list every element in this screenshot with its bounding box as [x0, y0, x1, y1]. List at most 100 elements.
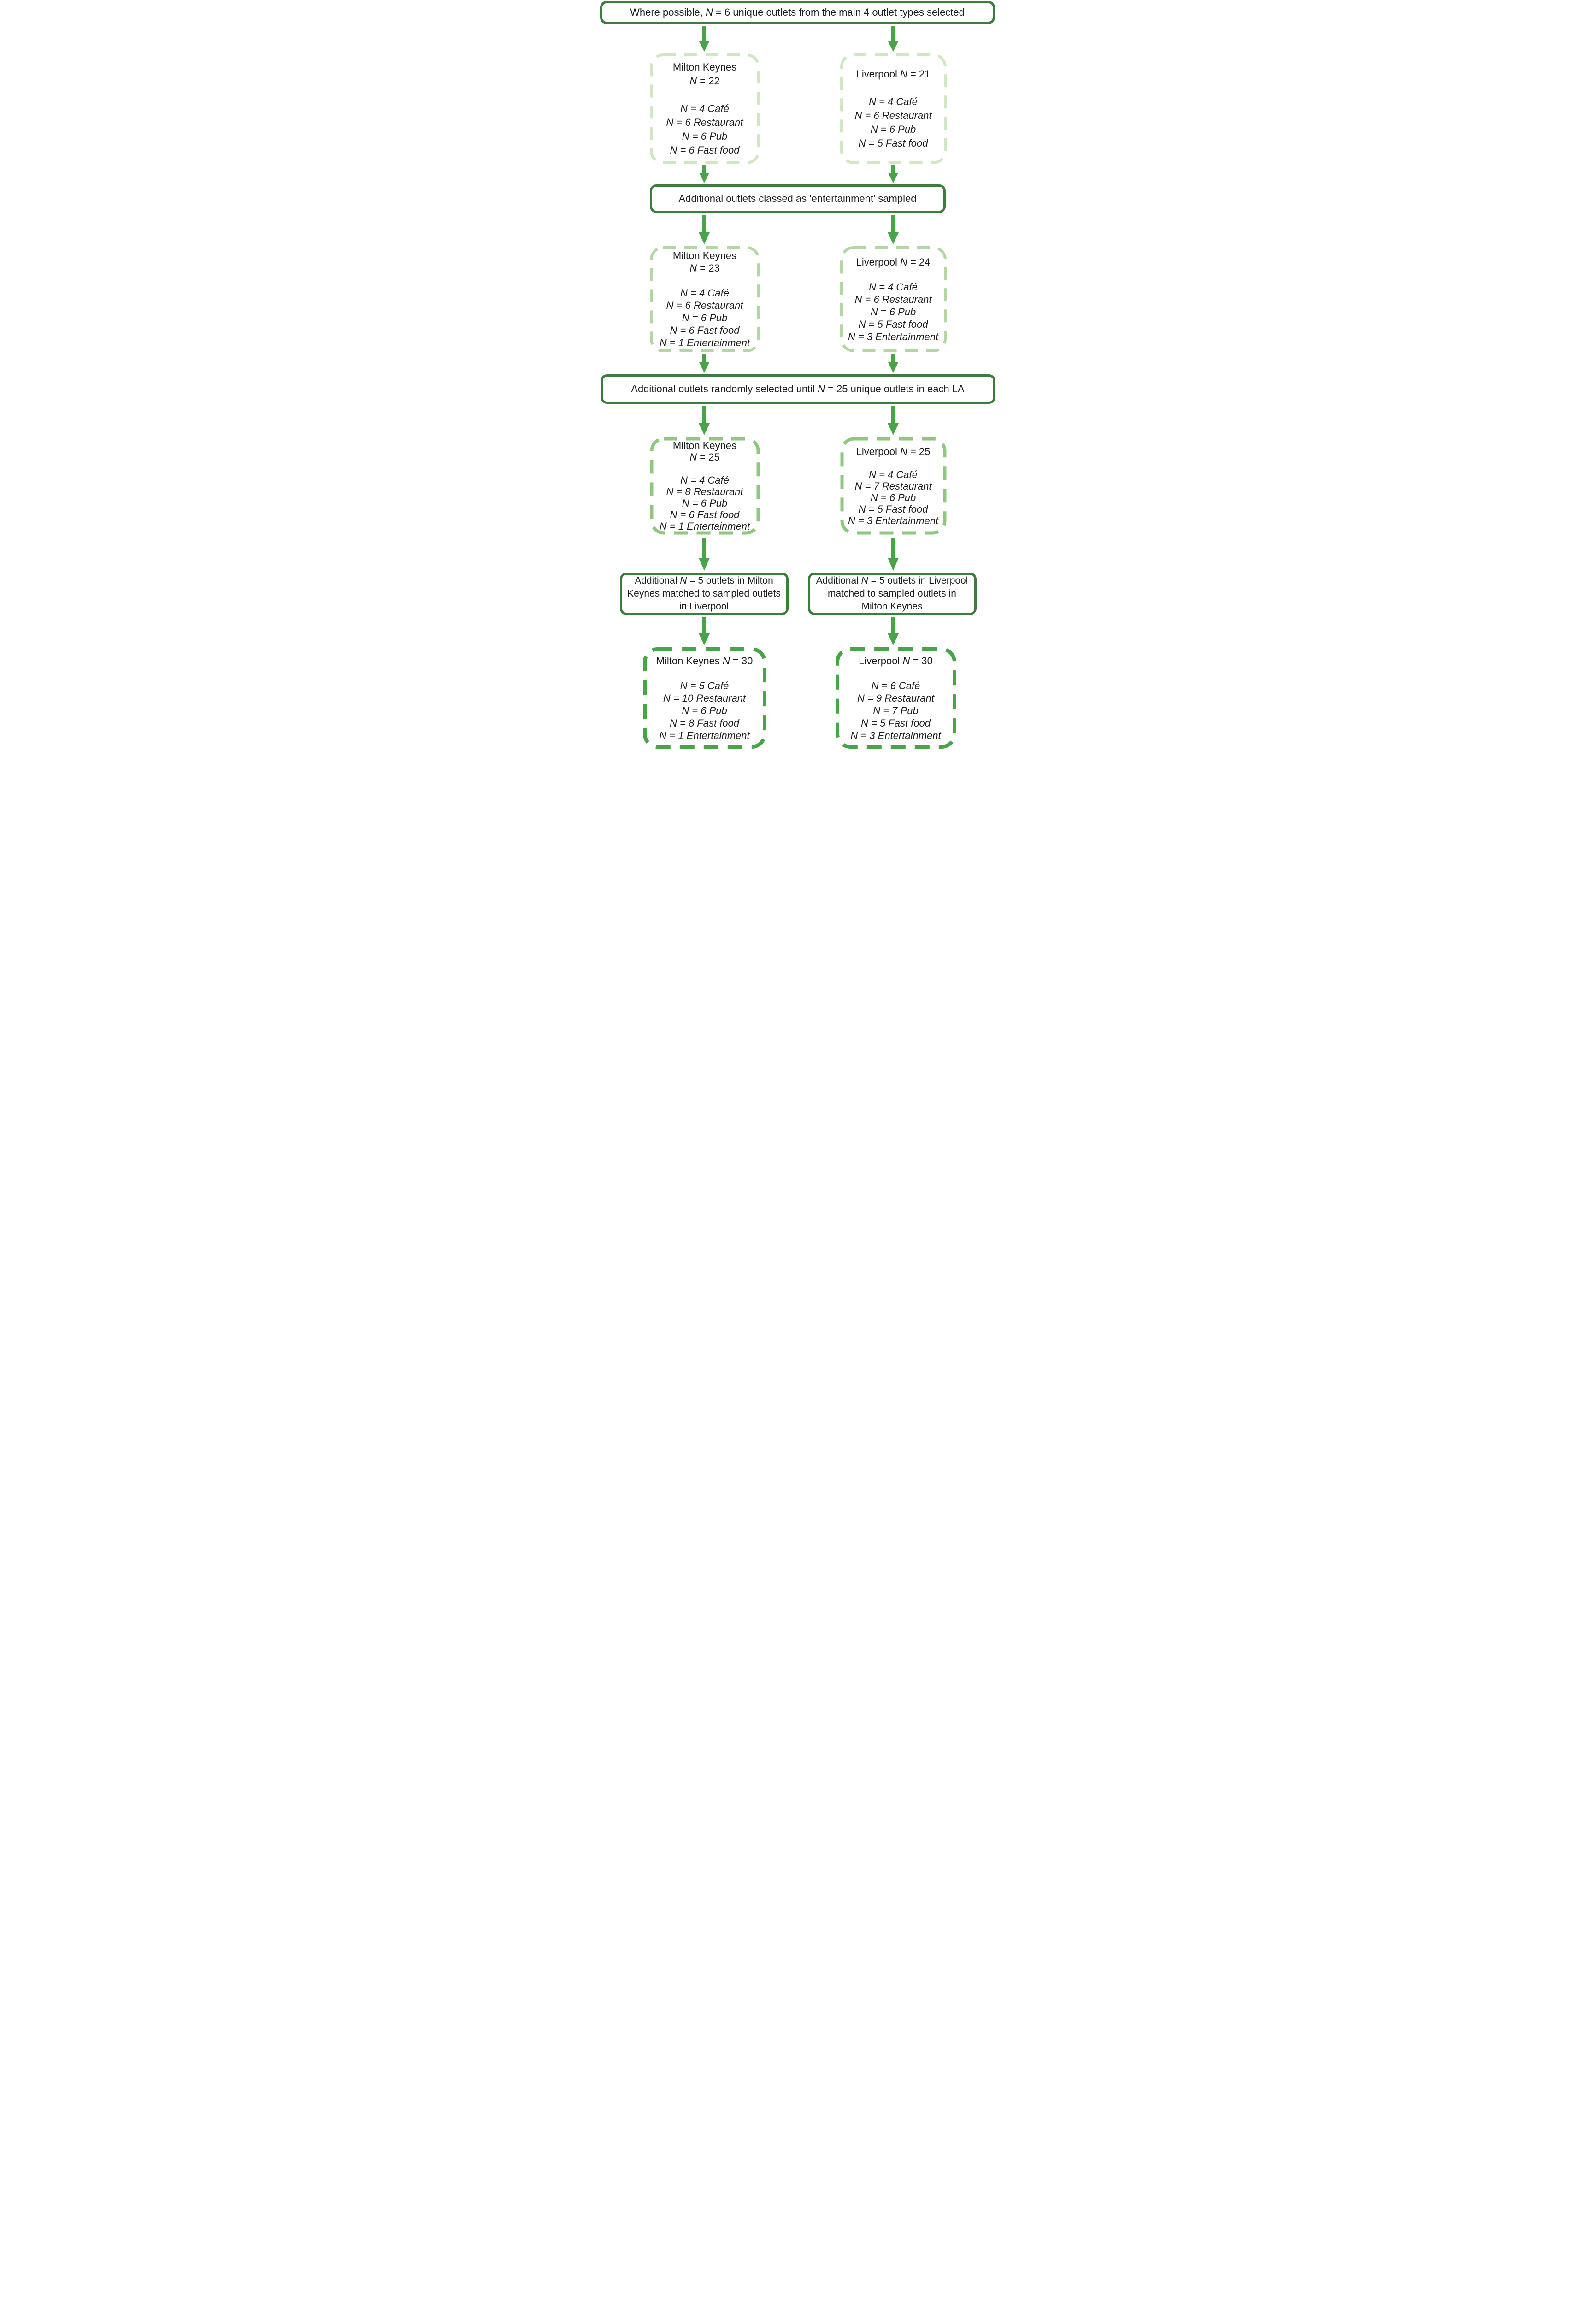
box-milton-keynes-n23: Milton Keynes N = 23 N = 4 Café N = 6 Re… — [649, 246, 760, 352]
outlet-count-line: N = 1 Entertainment — [659, 730, 750, 741]
arrow-down — [886, 26, 900, 52]
step-random-selection-box: Additional outlets randomly selected unt… — [600, 374, 995, 404]
arrow-down-icon — [888, 354, 898, 373]
step-entertainment-box: Additional outlets classed as 'entertain… — [649, 184, 946, 213]
dashed-border — [840, 246, 947, 352]
arrow-down — [697, 538, 711, 571]
step-text: Where possible, N = 6 unique outlets fro… — [630, 6, 965, 18]
arrow-down — [697, 215, 711, 244]
dashed-border — [650, 437, 760, 535]
dashed-border — [642, 647, 766, 749]
outlet-count-line: N = 7 Restaurant — [854, 480, 932, 492]
arrow-down — [697, 406, 711, 435]
outlet-count-line: N = 6 Fast food — [670, 144, 740, 156]
box-liverpool-n24: Liverpool N = 24 N = 4 Café N = 6 Restau… — [840, 246, 947, 352]
box-title: Milton Keynes — [672, 440, 737, 451]
outlet-count-line: N = 4 Café — [680, 287, 729, 299]
outlet-count-line: N = 5 Fast food — [858, 137, 928, 149]
step-text: Additional N = 5 outlets in Milton Keyne… — [627, 575, 781, 612]
outlet-count-line: N = 6 Restaurant — [666, 300, 743, 311]
outlet-count-line: N = 4 Café — [869, 96, 918, 107]
box-milton-keynes-n25: Milton Keynes N = 25 N = 4 Café N = 8 Re… — [649, 437, 760, 535]
outlet-count-line: N = 6 Pub — [870, 306, 916, 318]
outlet-count-line: N = 8 Restaurant — [666, 486, 743, 497]
outlet-count-line: N = 4 Café — [869, 468, 918, 480]
outlet-count-line: N = 3 Entertainment — [848, 331, 939, 343]
outlet-count-line: N = 6 Fast food — [670, 325, 740, 336]
box-subtitle: N = 25 — [689, 451, 720, 463]
dashed-border — [835, 647, 956, 749]
outlet-count-line: N = 6 Restaurant — [854, 110, 932, 121]
outlet-count-line: N = 8 Fast food — [669, 717, 740, 729]
step-text: Additional N = 5 outlets in Liverpool ma… — [816, 575, 968, 612]
box-title: Liverpool N = 21 — [856, 68, 931, 80]
box-subtitle: N = 22 — [689, 75, 720, 87]
outlet-count-line: N = 4 Café — [869, 281, 918, 293]
box-title: Milton Keynes N = 30 — [656, 655, 753, 667]
outlet-count-line: N = 6 Restaurant — [666, 117, 743, 128]
box-title: Liverpool N = 25 — [856, 445, 931, 457]
outlet-count-line: N = 3 Entertainment — [848, 514, 939, 526]
arrow-down-icon — [698, 26, 710, 52]
arrow-down — [886, 617, 900, 645]
outlet-count-line: N = 5 Fast food — [858, 318, 928, 330]
arrow-down-icon — [887, 617, 899, 645]
box-title: Liverpool N = 24 — [856, 256, 931, 268]
arrow-down-icon — [699, 165, 709, 183]
outlet-count-line: N = 3 Entertainment — [850, 730, 941, 741]
arrow-down — [886, 354, 900, 373]
arrow-down-icon — [887, 26, 899, 52]
outlet-count-line: N = 6 Pub — [870, 491, 916, 503]
dashed-border — [840, 437, 946, 535]
arrow-down — [697, 354, 711, 373]
arrow-down — [886, 538, 900, 571]
outlet-count-line: N = 6 Pub — [682, 312, 728, 324]
arrow-down-icon — [698, 215, 710, 244]
box-liverpool-n30: Liverpool N = 30 N = 6 Café N = 9 Restau… — [835, 647, 956, 749]
arrow-down-icon — [698, 406, 710, 435]
sampling-flowchart: Where possible, N = 6 unique outlets fro… — [598, 0, 998, 749]
box-title: Liverpool N = 30 — [859, 655, 933, 667]
outlet-count-line: N = 9 Restaurant — [857, 692, 934, 704]
outlet-count-line: N = 6 Restaurant — [854, 293, 932, 305]
box-title: Milton Keynes — [672, 61, 737, 73]
box-liverpool-n25: Liverpool N = 25 N = 4 Café N = 7 Restau… — [840, 437, 947, 535]
outlet-count-line: N = 6 Fast food — [670, 509, 740, 520]
outlet-count-line: N = 7 Pub — [873, 705, 919, 716]
outlet-count-line: N = 1 Entertainment — [659, 337, 750, 349]
box-milton-keynes-n30: Milton Keynes N = 30 N = 5 Café N = 10 R… — [642, 647, 766, 749]
dashed-border — [840, 53, 947, 164]
arrow-down — [886, 165, 900, 183]
outlet-count-line: N = 6 Pub — [870, 124, 916, 135]
step-text: Additional outlets classed as 'entertain… — [678, 193, 917, 204]
outlet-count-line: N = 5 Fast food — [860, 717, 931, 729]
dashed-border — [649, 53, 760, 164]
arrow-down-icon — [887, 538, 899, 571]
arrow-down-icon — [699, 354, 709, 373]
arrow-down — [886, 215, 900, 244]
arrow-down-icon — [887, 406, 899, 435]
step-matched-liverpool-box: Additional N = 5 outlets in Liverpool ma… — [807, 573, 977, 615]
outlet-count-line: N = 10 Restaurant — [663, 692, 746, 704]
arrow-down — [886, 406, 900, 435]
outlet-count-line: N = 6 Pub — [682, 705, 727, 716]
step-text: Additional outlets randomly selected unt… — [631, 383, 965, 395]
box-title: Milton Keynes — [672, 250, 737, 261]
arrow-down-icon — [887, 215, 899, 244]
arrow-down — [697, 26, 711, 52]
arrow-down-icon — [698, 617, 710, 645]
dashed-border — [649, 246, 760, 352]
outlet-count-line: N = 5 Fast food — [858, 503, 928, 515]
box-subtitle: N = 23 — [689, 262, 720, 274]
step-matched-mk-box: Additional N = 5 outlets in Milton Keyne… — [619, 573, 789, 615]
outlet-count-line: N = 6 Café — [871, 680, 920, 692]
arrow-down — [697, 165, 711, 183]
box-liverpool-n21: Liverpool N = 21 N = 4 Café N = 6 Restau… — [840, 53, 947, 164]
arrow-down-icon — [698, 538, 710, 571]
step-initial-sampling-box: Where possible, N = 6 unique outlets fro… — [600, 1, 995, 24]
arrow-down-icon — [888, 165, 898, 183]
outlet-count-line: N = 1 Entertainment — [659, 520, 750, 532]
arrow-down — [697, 617, 711, 645]
box-milton-keynes-n22: Milton Keynes N = 22 N = 4 Café N = 6 Re… — [649, 53, 760, 164]
outlet-count-line: N = 4 Café — [680, 103, 729, 114]
